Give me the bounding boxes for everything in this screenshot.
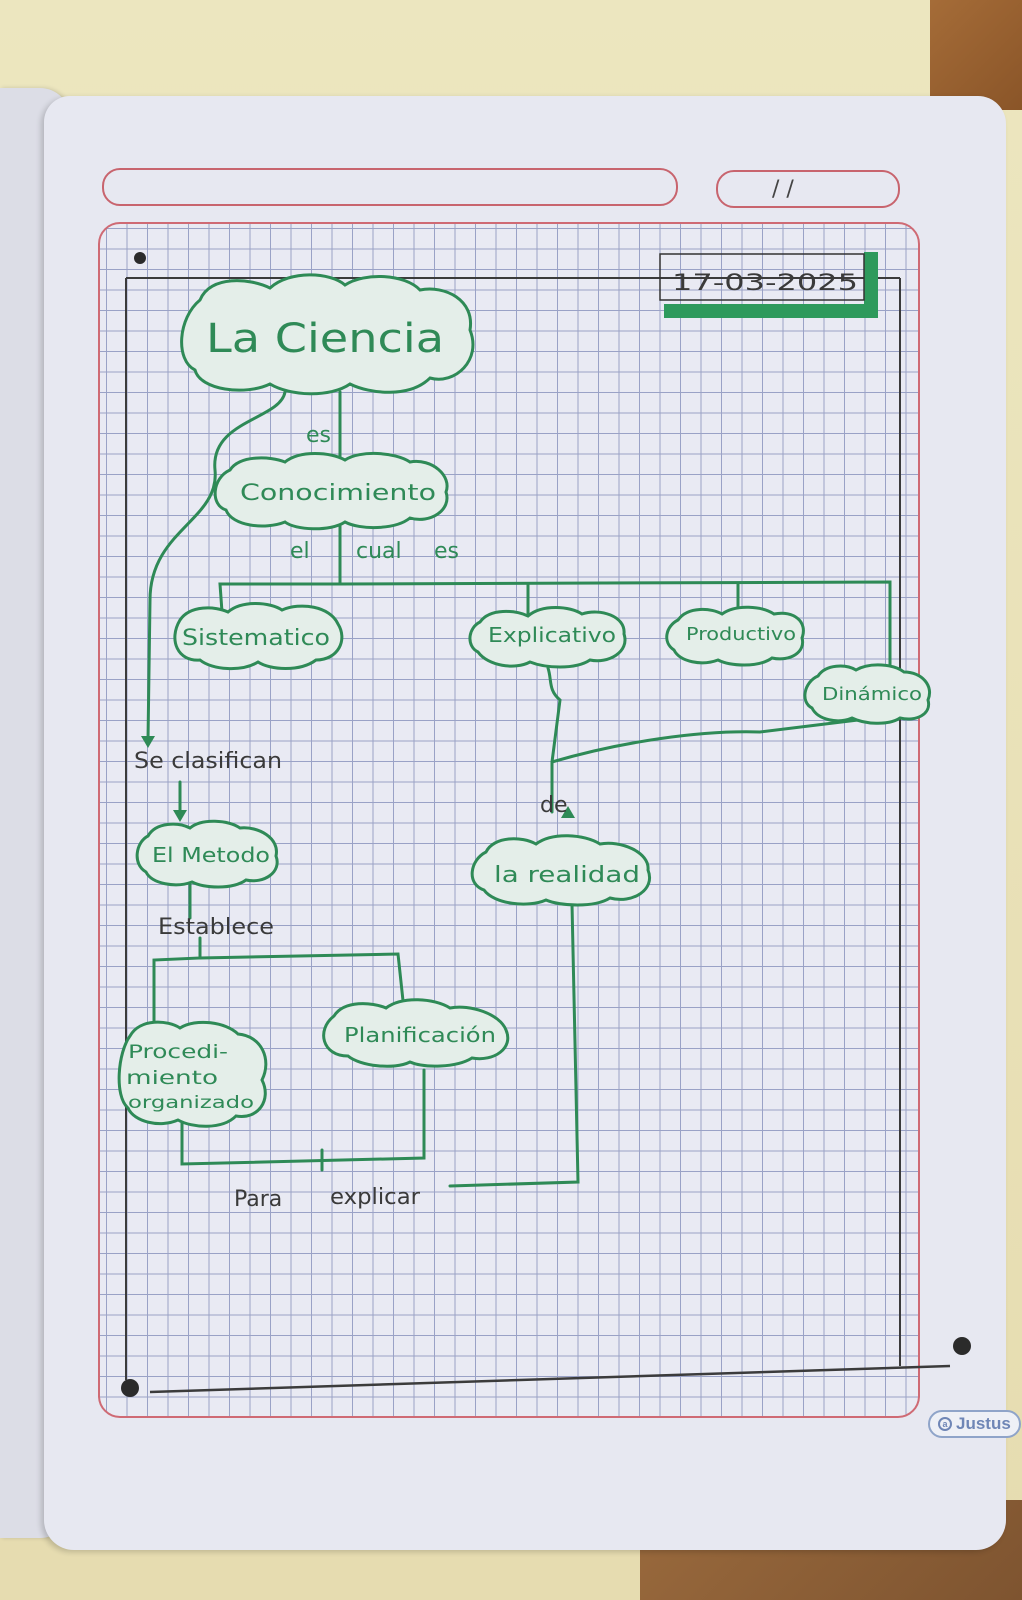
cloud-realidad <box>470 834 652 907</box>
grid-area <box>98 222 920 1418</box>
date-box <box>659 252 878 318</box>
cloud-dinamico <box>803 663 931 725</box>
label-establece: Establece <box>158 915 274 940</box>
header-date-slashes: / / <box>772 177 794 202</box>
node-procedimiento-line1: Procedi- <box>128 1041 228 1063</box>
label-es-2: es <box>434 539 459 564</box>
label-explicar: explicar <box>330 1185 421 1210</box>
label-de: de <box>540 793 568 818</box>
node-sistematico: Sistematico <box>182 626 330 651</box>
ring-hole-bottom-right <box>953 1337 971 1355</box>
ring-hole-bottom-left <box>121 1379 139 1397</box>
cloud-sistematico <box>173 602 344 671</box>
node-procedimiento-line3: organizado <box>128 1093 254 1113</box>
arrowheads <box>141 652 880 822</box>
cloud-procedimiento <box>117 1020 268 1128</box>
connector-lines <box>146 390 892 1188</box>
node-procedimiento-line2: miento <box>126 1067 218 1089</box>
bottom-margin-rule <box>149 1364 951 1394</box>
node-la-realidad: la realidad <box>494 863 640 888</box>
label-se-clasifican: Se clasifican <box>134 749 282 774</box>
cloud-metodo <box>135 819 279 889</box>
connector-labels: es el cual es Se clasifican Establece de… <box>134 271 858 1212</box>
node-conocimiento: Conocimiento <box>240 481 436 506</box>
label-es: es <box>306 423 331 448</box>
node-productivo: Productivo <box>686 624 796 645</box>
node-el-metodo: El Metodo <box>152 843 270 867</box>
node-la-ciencia: La Ciencia <box>206 316 444 362</box>
node-planificacion: Planificación <box>344 1023 496 1047</box>
brand-name: Justus <box>956 1414 1011 1433</box>
ring-hole-top <box>134 252 146 264</box>
cloud-planificacion <box>322 998 510 1068</box>
cloud-conocimiento <box>213 451 449 531</box>
wood-corner <box>930 0 1022 110</box>
cloud-explicativo <box>468 606 627 669</box>
arrow-realidad <box>561 806 575 818</box>
node-explicativo: Explicativo <box>488 623 616 647</box>
label-para: Para <box>234 1187 282 1212</box>
arrow-metodo <box>173 810 187 822</box>
node-dinamico: Dinámico <box>822 684 922 705</box>
header-title-box <box>102 168 678 206</box>
header-date-box: / / <box>716 170 900 208</box>
date-text: 17-03-2025 <box>672 271 858 296</box>
cloud-productivo <box>665 605 805 667</box>
cloud-ciencia <box>180 273 475 396</box>
node-labels: La Ciencia Conocimiento Sistematico Expl… <box>126 316 922 1113</box>
cloud-nodes <box>117 273 931 1128</box>
circle-logo-icon: a <box>938 1417 952 1431</box>
brand-badge: a Justus <box>928 1410 1021 1438</box>
label-el: el <box>290 539 310 564</box>
label-cual: cual <box>356 539 402 564</box>
arrow-se-clasifican <box>141 736 155 748</box>
